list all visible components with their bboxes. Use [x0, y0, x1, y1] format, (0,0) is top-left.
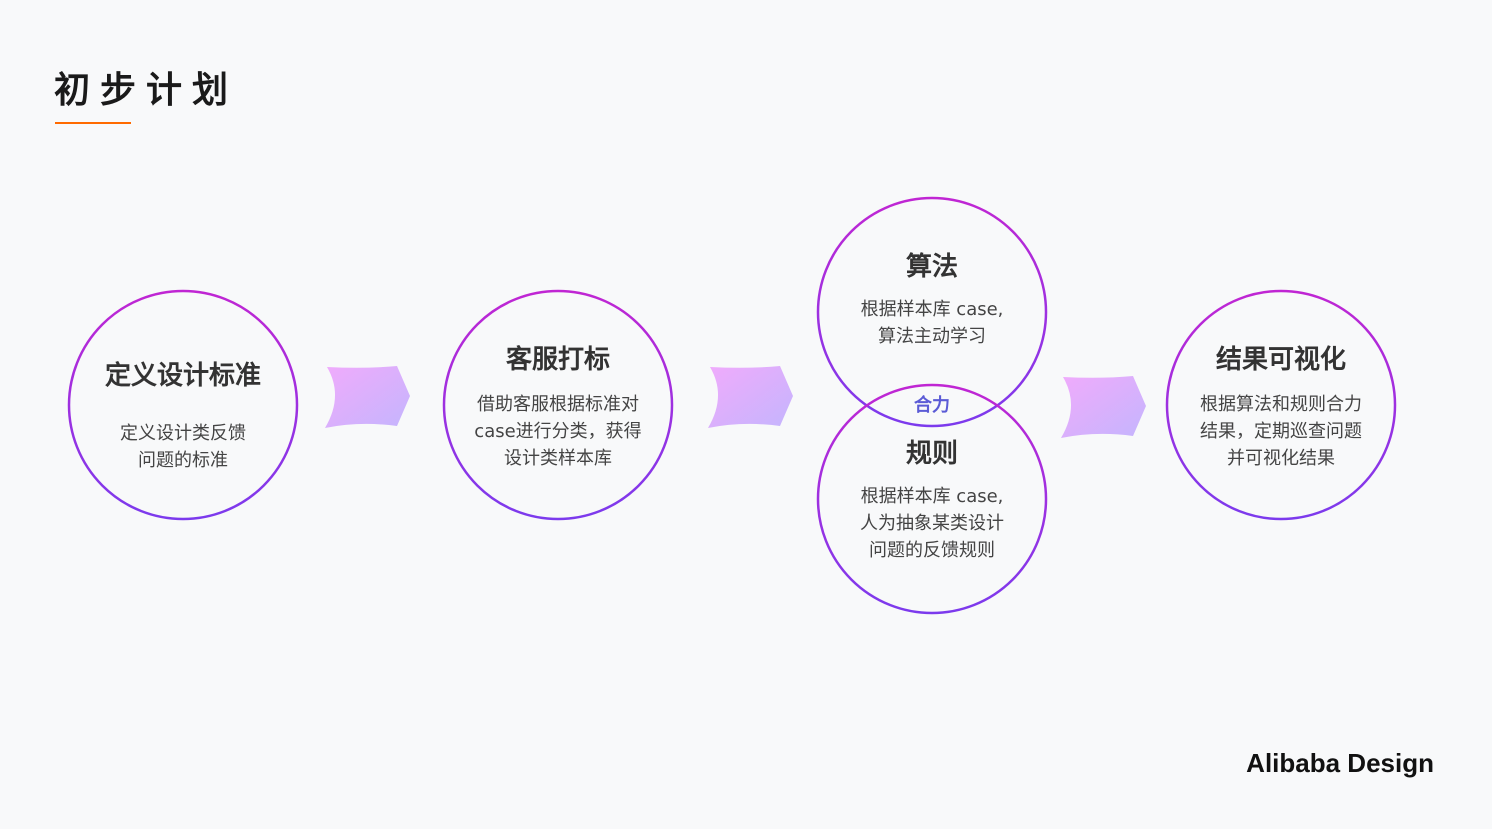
node-algorithm: 算法 根据样本库 case, 算法主动学习	[832, 250, 1032, 350]
node-desc-line: 借助客服根据标准对	[477, 394, 639, 415]
node-rules: 规则 根据样本库 case, 人为抽象某类设计 问题的反馈规则	[832, 437, 1032, 564]
flow-arrow-2	[708, 366, 793, 428]
node-desc-line: 问题的标准	[138, 450, 228, 471]
node-desc: 定义设计类反馈 问题的标准	[83, 420, 283, 474]
overlap-label: 合力	[914, 395, 950, 416]
node-desc: 根据算法和规则合力 结果，定期巡查问题 并可视化结果	[1181, 391, 1381, 472]
node-title: 客服打标	[505, 345, 610, 375]
node-desc-line: 算法主动学习	[878, 326, 986, 347]
page-title: 初步计划	[54, 70, 239, 111]
node-desc-line: 根据算法和规则合力	[1200, 394, 1362, 415]
node-desc-line: 根据样本库 case,	[860, 486, 1004, 507]
node-desc-line: 结果，定期巡查问题	[1200, 421, 1362, 442]
node-desc-line: case进行分类，获得	[474, 421, 642, 442]
flow-arrow-3	[1061, 376, 1146, 438]
node-desc: 根据样本库 case, 人为抽象某类设计 问题的反馈规则	[832, 483, 1032, 564]
node-circle-service-tagging	[442, 289, 674, 521]
node-desc-line: 并可视化结果	[1227, 448, 1335, 469]
node-desc-line: 根据样本库 case,	[860, 299, 1004, 320]
node-circle-rules	[816, 383, 1048, 615]
node-service-tagging: 客服打标 借助客服根据标准对 case进行分类，获得 设计类样本库	[458, 343, 658, 472]
brand-logo: Alibaba Design	[1246, 748, 1434, 778]
node-desc-line: 设计类样本库	[504, 448, 612, 469]
node-define-standard: 定义设计标准 定义设计类反馈 问题的标准	[83, 359, 283, 474]
node-desc-line: 人为抽象某类设计	[860, 513, 1004, 534]
node-desc-line: 定义设计类反馈	[120, 423, 246, 444]
node-circle-visualization	[1165, 289, 1397, 521]
node-desc-line: 问题的反馈规则	[869, 540, 995, 561]
node-title: 算法	[905, 252, 958, 282]
flow-arrow-1	[325, 366, 410, 428]
node-desc: 借助客服根据标准对 case进行分类，获得 设计类样本库	[458, 391, 658, 472]
node-circle-define-standard	[67, 289, 299, 521]
node-visualization: 结果可视化 根据算法和规则合力 结果，定期巡查问题 并可视化结果	[1181, 343, 1381, 472]
node-desc: 根据样本库 case, 算法主动学习	[832, 296, 1032, 350]
node-title: 定义设计标准	[104, 361, 261, 391]
title-underline	[55, 122, 131, 124]
node-title: 结果可视化	[1215, 345, 1346, 375]
node-title: 规则	[905, 439, 958, 469]
node-circle-algorithm	[816, 196, 1048, 428]
